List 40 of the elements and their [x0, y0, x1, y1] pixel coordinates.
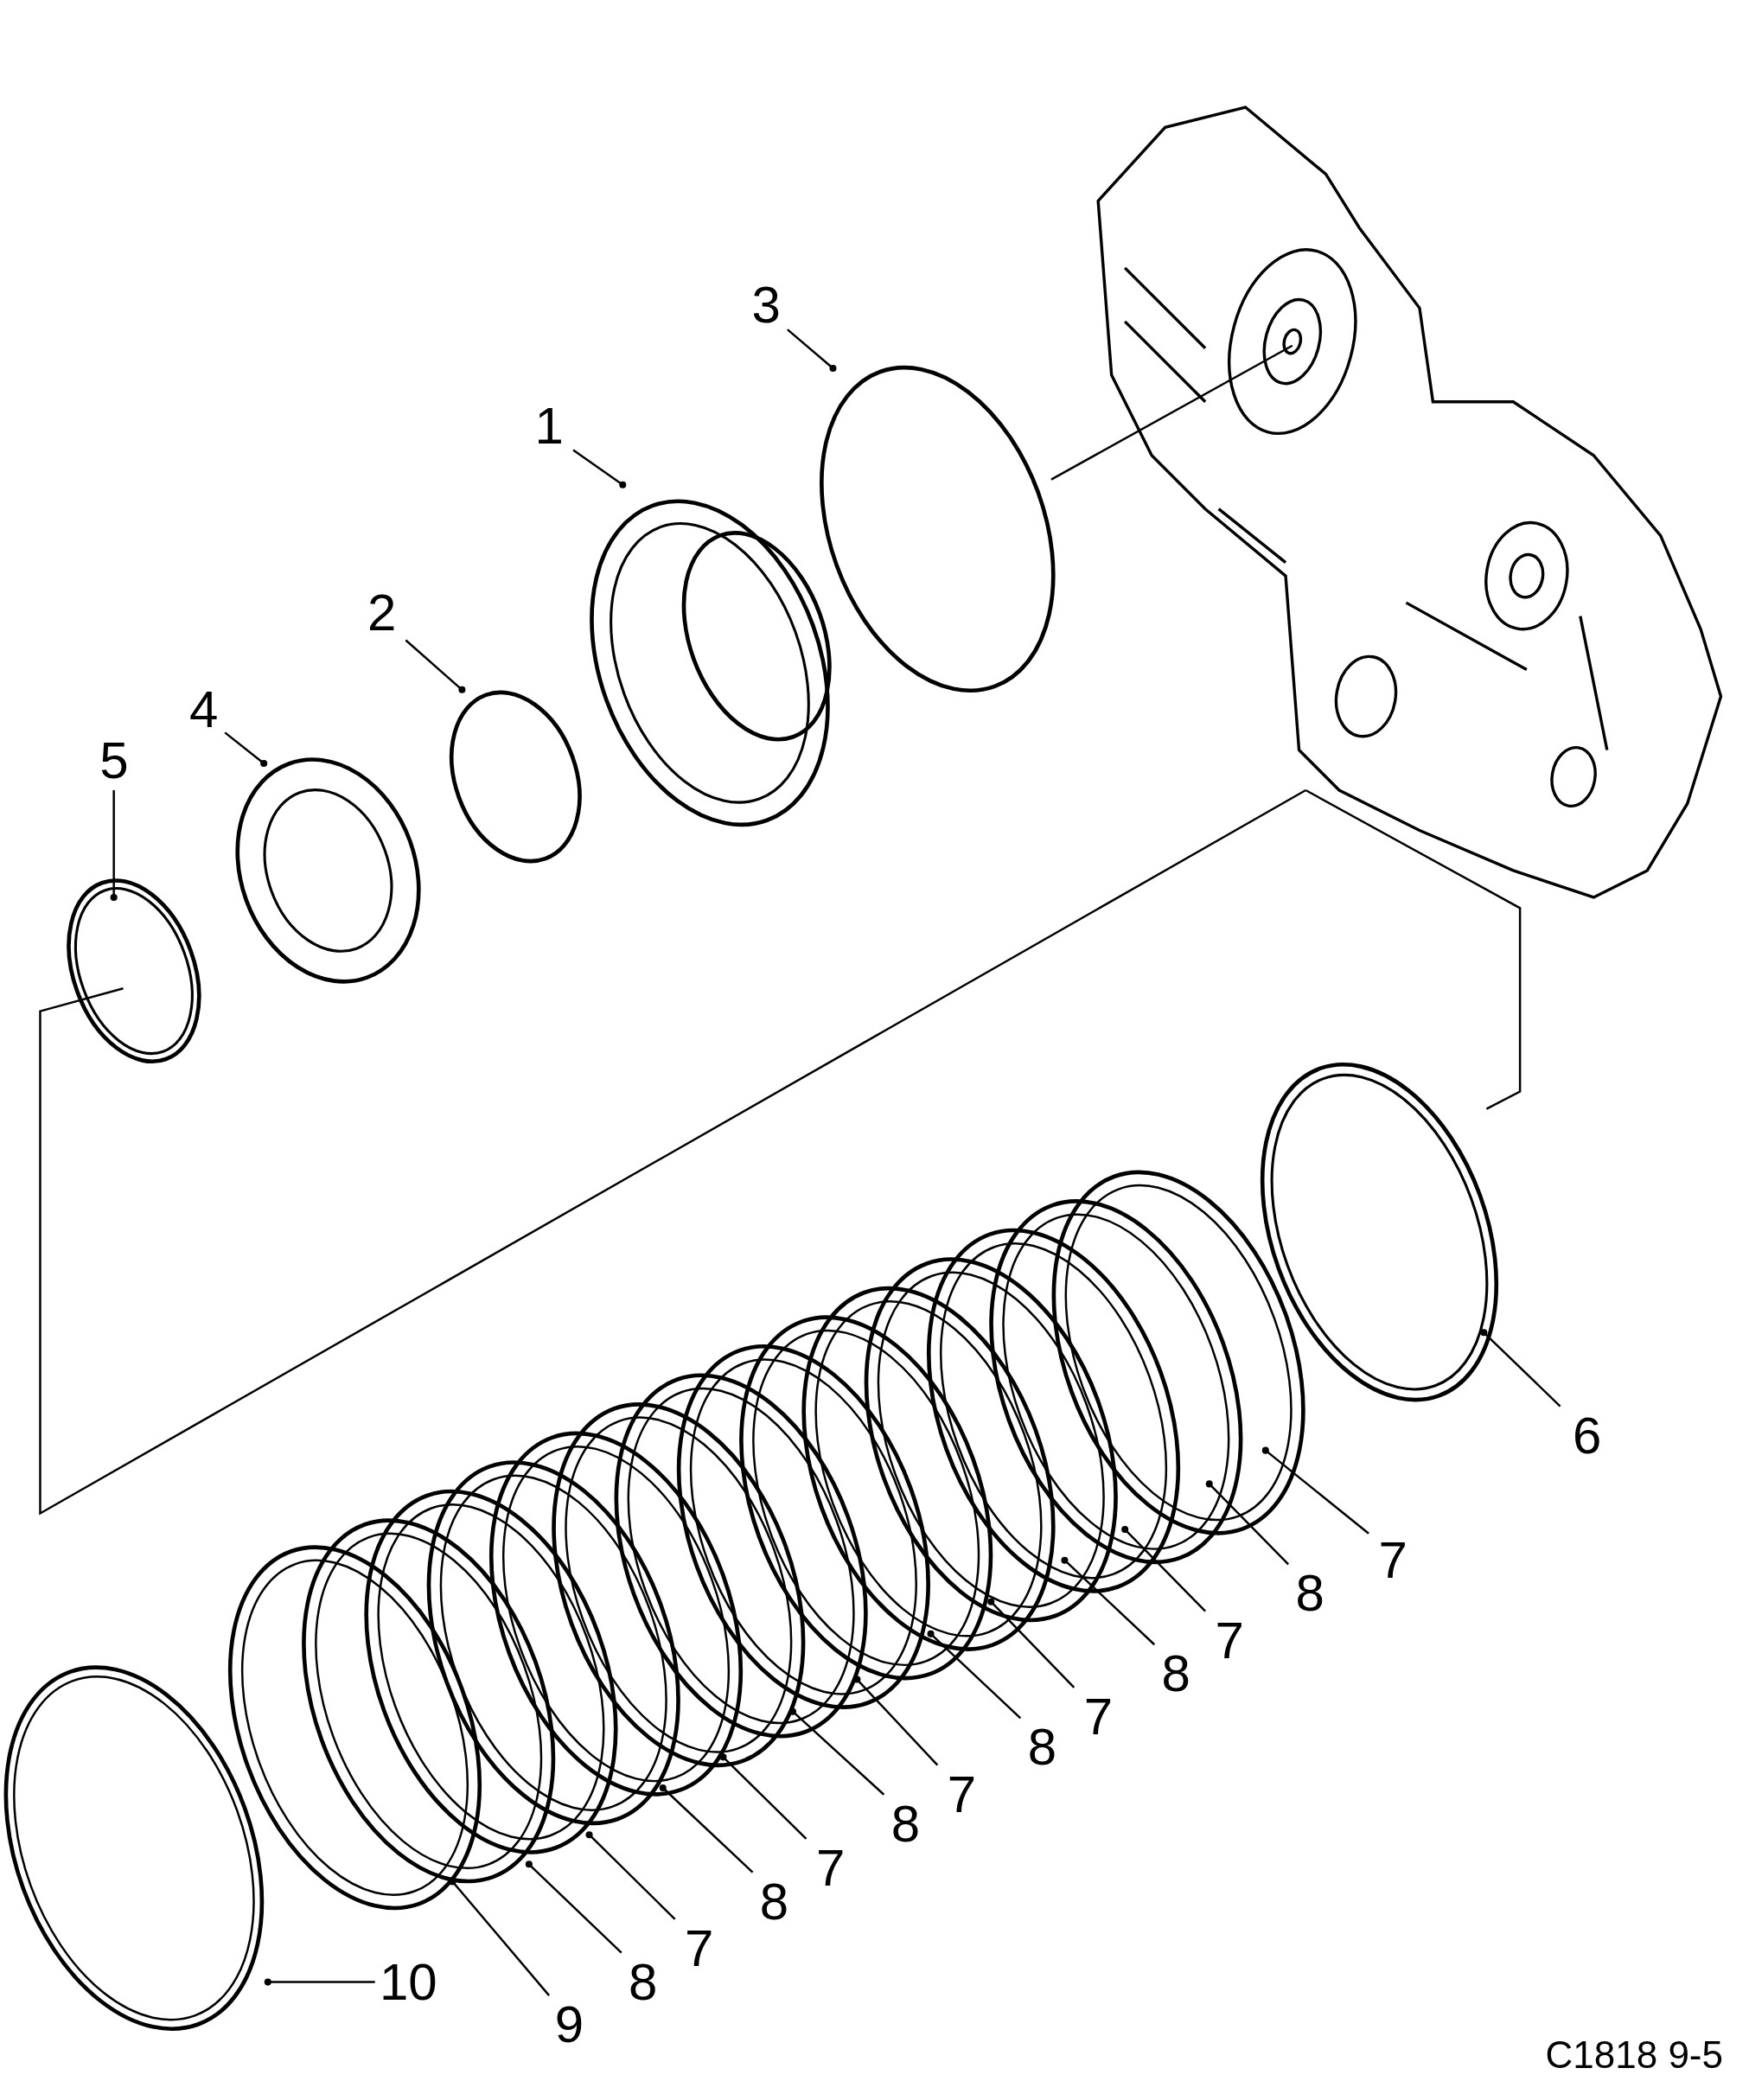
- callout-number: 4: [188, 681, 219, 737]
- leader-line: [585, 1831, 676, 1920]
- leader-line: [719, 1753, 807, 1840]
- callout-number: 7: [1215, 1612, 1244, 1669]
- callout-number: 3: [751, 278, 781, 334]
- leader-line: [1121, 1526, 1206, 1612]
- leader-line: [659, 1784, 754, 1873]
- callout-number: 7: [685, 1920, 714, 1976]
- leader-line: [1205, 1480, 1290, 1566]
- callout-number: 8: [759, 1873, 789, 1930]
- callout-number: 5: [99, 732, 129, 788]
- callout-number: 8: [629, 1954, 658, 2010]
- leader-line: [787, 329, 837, 373]
- leader-line: [525, 1861, 622, 1954]
- callout-number: 9: [554, 1997, 584, 2053]
- leader-line: [853, 1676, 939, 1766]
- callout-number: 8: [1295, 1566, 1325, 1622]
- callout-number: 7: [815, 1840, 846, 1896]
- leader-line: [1480, 1329, 1561, 1407]
- leader-line: [927, 1630, 1022, 1720]
- callout-number: 7: [1083, 1688, 1114, 1745]
- callout-number: 6: [1573, 1407, 1602, 1464]
- callout-number: 2: [367, 585, 397, 641]
- leader-line: [987, 1598, 1076, 1688]
- figure-code: C1818 9-5: [1545, 2033, 1723, 2078]
- callout-number: 7: [947, 1766, 977, 1822]
- leader-line: [572, 449, 627, 488]
- leader-line: [789, 1707, 885, 1796]
- callout-number: 8: [1027, 1720, 1056, 1776]
- callout-number: 7: [1378, 1532, 1407, 1588]
- leader-line: [224, 731, 268, 768]
- callout-number: 10: [379, 1954, 437, 2010]
- callout-number: 1: [534, 398, 564, 454]
- leader-line: [264, 1978, 375, 1986]
- callout-number: 8: [1161, 1646, 1190, 1702]
- callout-number: 8: [890, 1796, 920, 1852]
- leader-line: [1261, 1446, 1369, 1535]
- leader-line: [1061, 1556, 1156, 1646]
- leader-line: [110, 790, 118, 901]
- leader-line: [405, 639, 466, 693]
